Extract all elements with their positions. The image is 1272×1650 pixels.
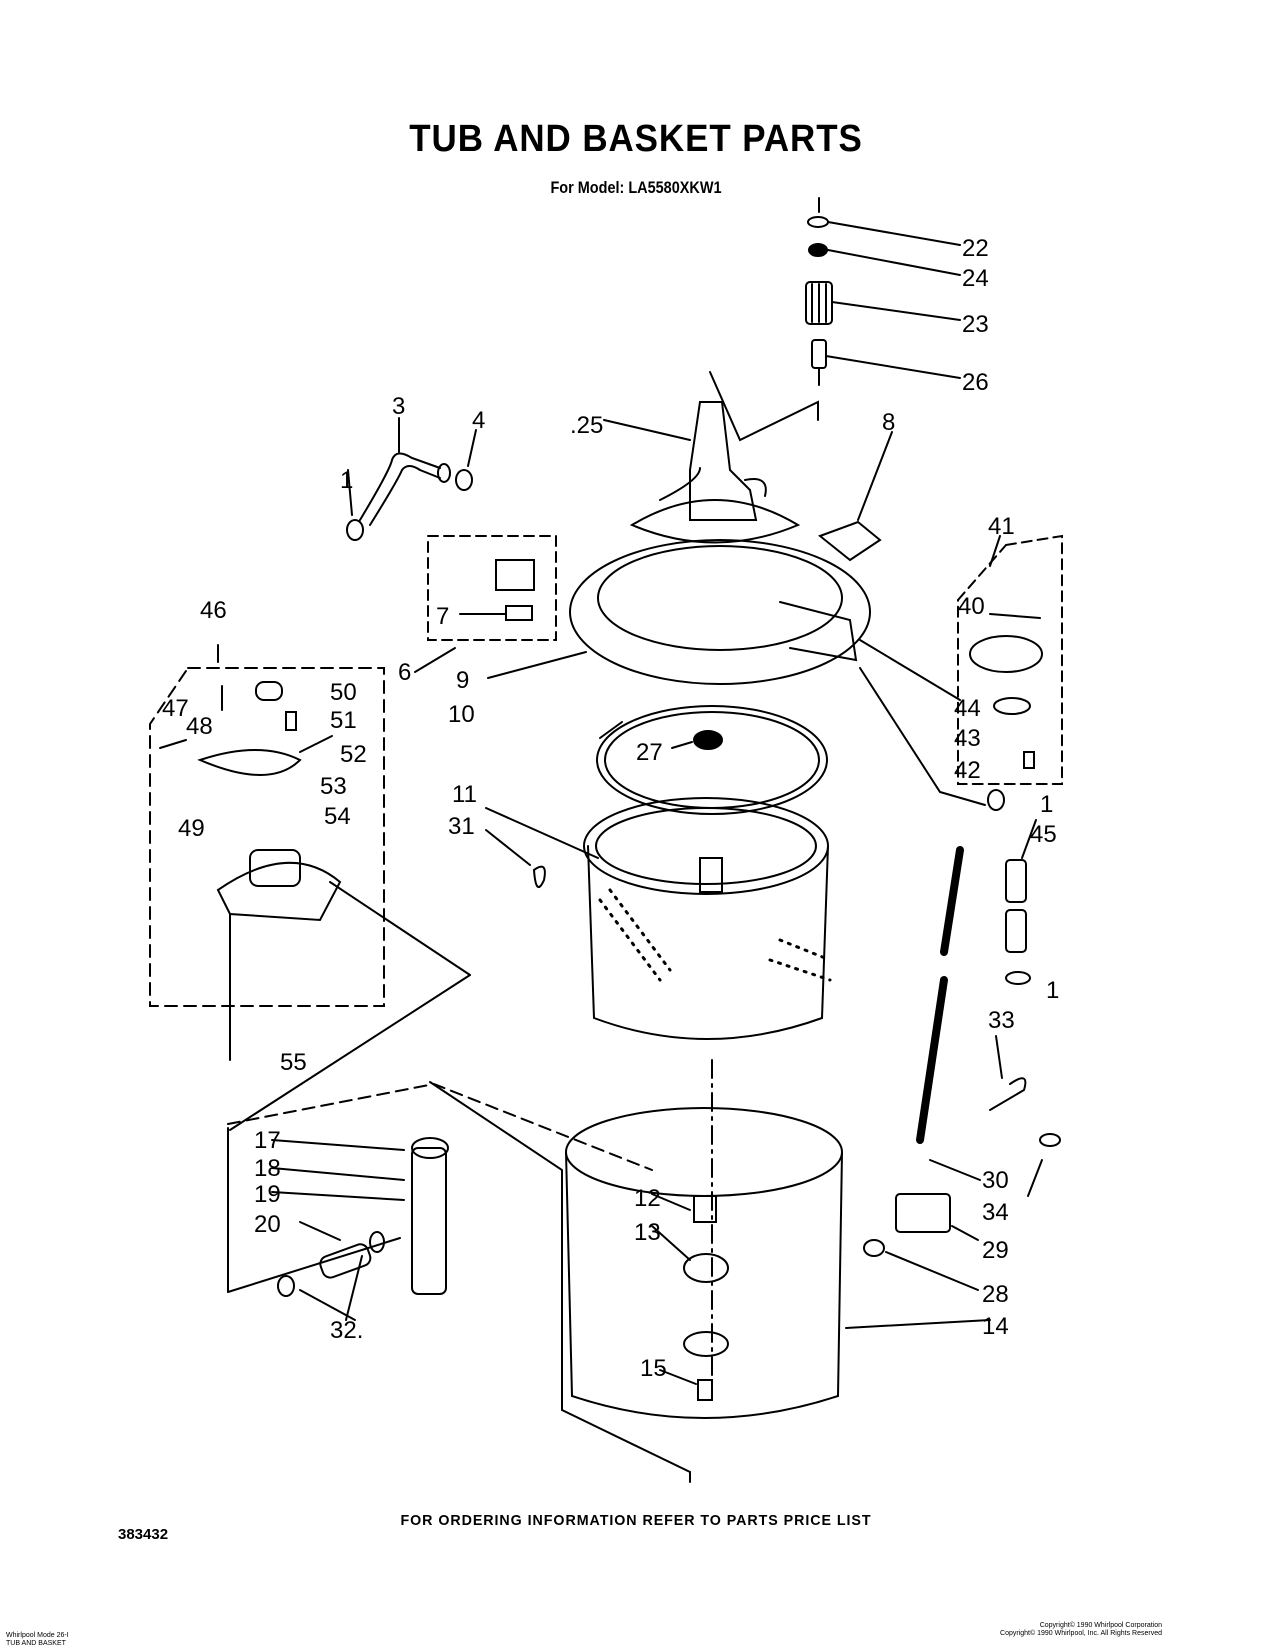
label-44: 44 (954, 695, 981, 722)
label-29: 29 (982, 1237, 1009, 1264)
outer-tub (565, 1107, 991, 1419)
label-30: 30 (982, 1167, 1009, 1194)
spin-basket (485, 797, 832, 1391)
label-1-top: 1 (340, 467, 353, 494)
label-27: 27 (636, 739, 663, 766)
label-40: 40 (958, 593, 985, 620)
label-32: 32. (330, 1317, 363, 1344)
agitator (603, 401, 801, 544)
label-1-right: 1 (1040, 791, 1053, 818)
label-8: 8 (882, 409, 895, 436)
label-23: 23 (962, 311, 989, 338)
label-10: 10 (448, 701, 475, 728)
label-51: 51 (330, 707, 357, 734)
label-1-lower: 1 (1046, 977, 1059, 1004)
label-15: 15 (640, 1355, 667, 1382)
label-54: 54 (324, 803, 351, 830)
page-title: TUB AND BASKET PARTS (409, 118, 863, 160)
label-25: .25 (570, 412, 603, 439)
label-7: 7 (436, 603, 449, 630)
label-9: 9 (456, 667, 469, 694)
agitator-cap-stack (709, 197, 961, 442)
label-42: 42 (954, 757, 981, 784)
label-3: 3 (392, 393, 405, 420)
fine-print-right-line-1: Copyright© 1990 Whirlpool Corporation (1039, 1622, 1162, 1629)
label-6: 6 (398, 659, 411, 686)
label-52: 52 (340, 741, 367, 768)
ordering-info-footer: FOR ORDERING INFORMATION REFER TO PARTS … (400, 1512, 872, 1529)
clip-part-31 (485, 829, 546, 889)
cover-part-8 (817, 431, 893, 562)
label-12: 12 (634, 1185, 661, 1212)
part-46-group (149, 644, 471, 1131)
drain-hose-assembly (863, 789, 1061, 1291)
label-55: 55 (280, 1049, 307, 1076)
label-11: 11 (452, 781, 477, 808)
label-26: 26 (962, 369, 989, 396)
label-34: 34 (982, 1199, 1009, 1226)
label-45: 45 (1030, 821, 1057, 848)
part-number-labels: 22 24 23 26 .25 8 3 4 1 41 40 44 43 42 7… (162, 235, 1059, 1382)
label-24: 24 (962, 265, 989, 292)
fine-print-left-line-1: Whirlpool Mode 26-I (6, 1632, 69, 1639)
label-48: 48 (186, 713, 213, 740)
label-17: 17 (254, 1127, 281, 1154)
label-50: 50 (330, 679, 357, 706)
label-47: 47 (162, 695, 189, 722)
label-22: 22 (962, 235, 989, 262)
label-53: 53 (320, 773, 347, 800)
fine-print-right-line-2: Copyright© 1990 Whirlpool, Inc. All Righ… (1000, 1630, 1162, 1637)
label-20: 20 (254, 1211, 281, 1238)
pump-assembly (227, 1081, 691, 1483)
document-number: 383432 (118, 1526, 169, 1543)
part-41-group (957, 534, 1063, 785)
label-49: 49 (178, 815, 205, 842)
fine-print-left: Whirlpool Mode 26-I TUB AND BASKET (6, 1632, 69, 1648)
tub-ring (487, 539, 986, 806)
label-18: 18 (254, 1155, 281, 1182)
part-6-group (414, 535, 557, 673)
label-33: 33 (988, 1007, 1015, 1034)
label-46: 46 (200, 597, 227, 624)
label-19: 19 (254, 1181, 281, 1208)
label-4: 4 (472, 407, 485, 434)
fine-print-left-line-2: TUB AND BASKET (6, 1640, 66, 1647)
label-41: 41 (988, 513, 1015, 540)
label-43: 43 (954, 725, 981, 752)
label-13: 13 (634, 1219, 661, 1246)
label-28: 28 (982, 1281, 1009, 1308)
label-31: 31 (448, 813, 475, 840)
label-14: 14 (982, 1313, 1009, 1340)
model-subtitle: For Model: LA5580XKW1 (550, 178, 722, 197)
hose-assembly-top-left (346, 417, 477, 541)
fine-print-right: Copyright© 1990 Whirlpool Corporation Co… (1000, 1622, 1162, 1638)
